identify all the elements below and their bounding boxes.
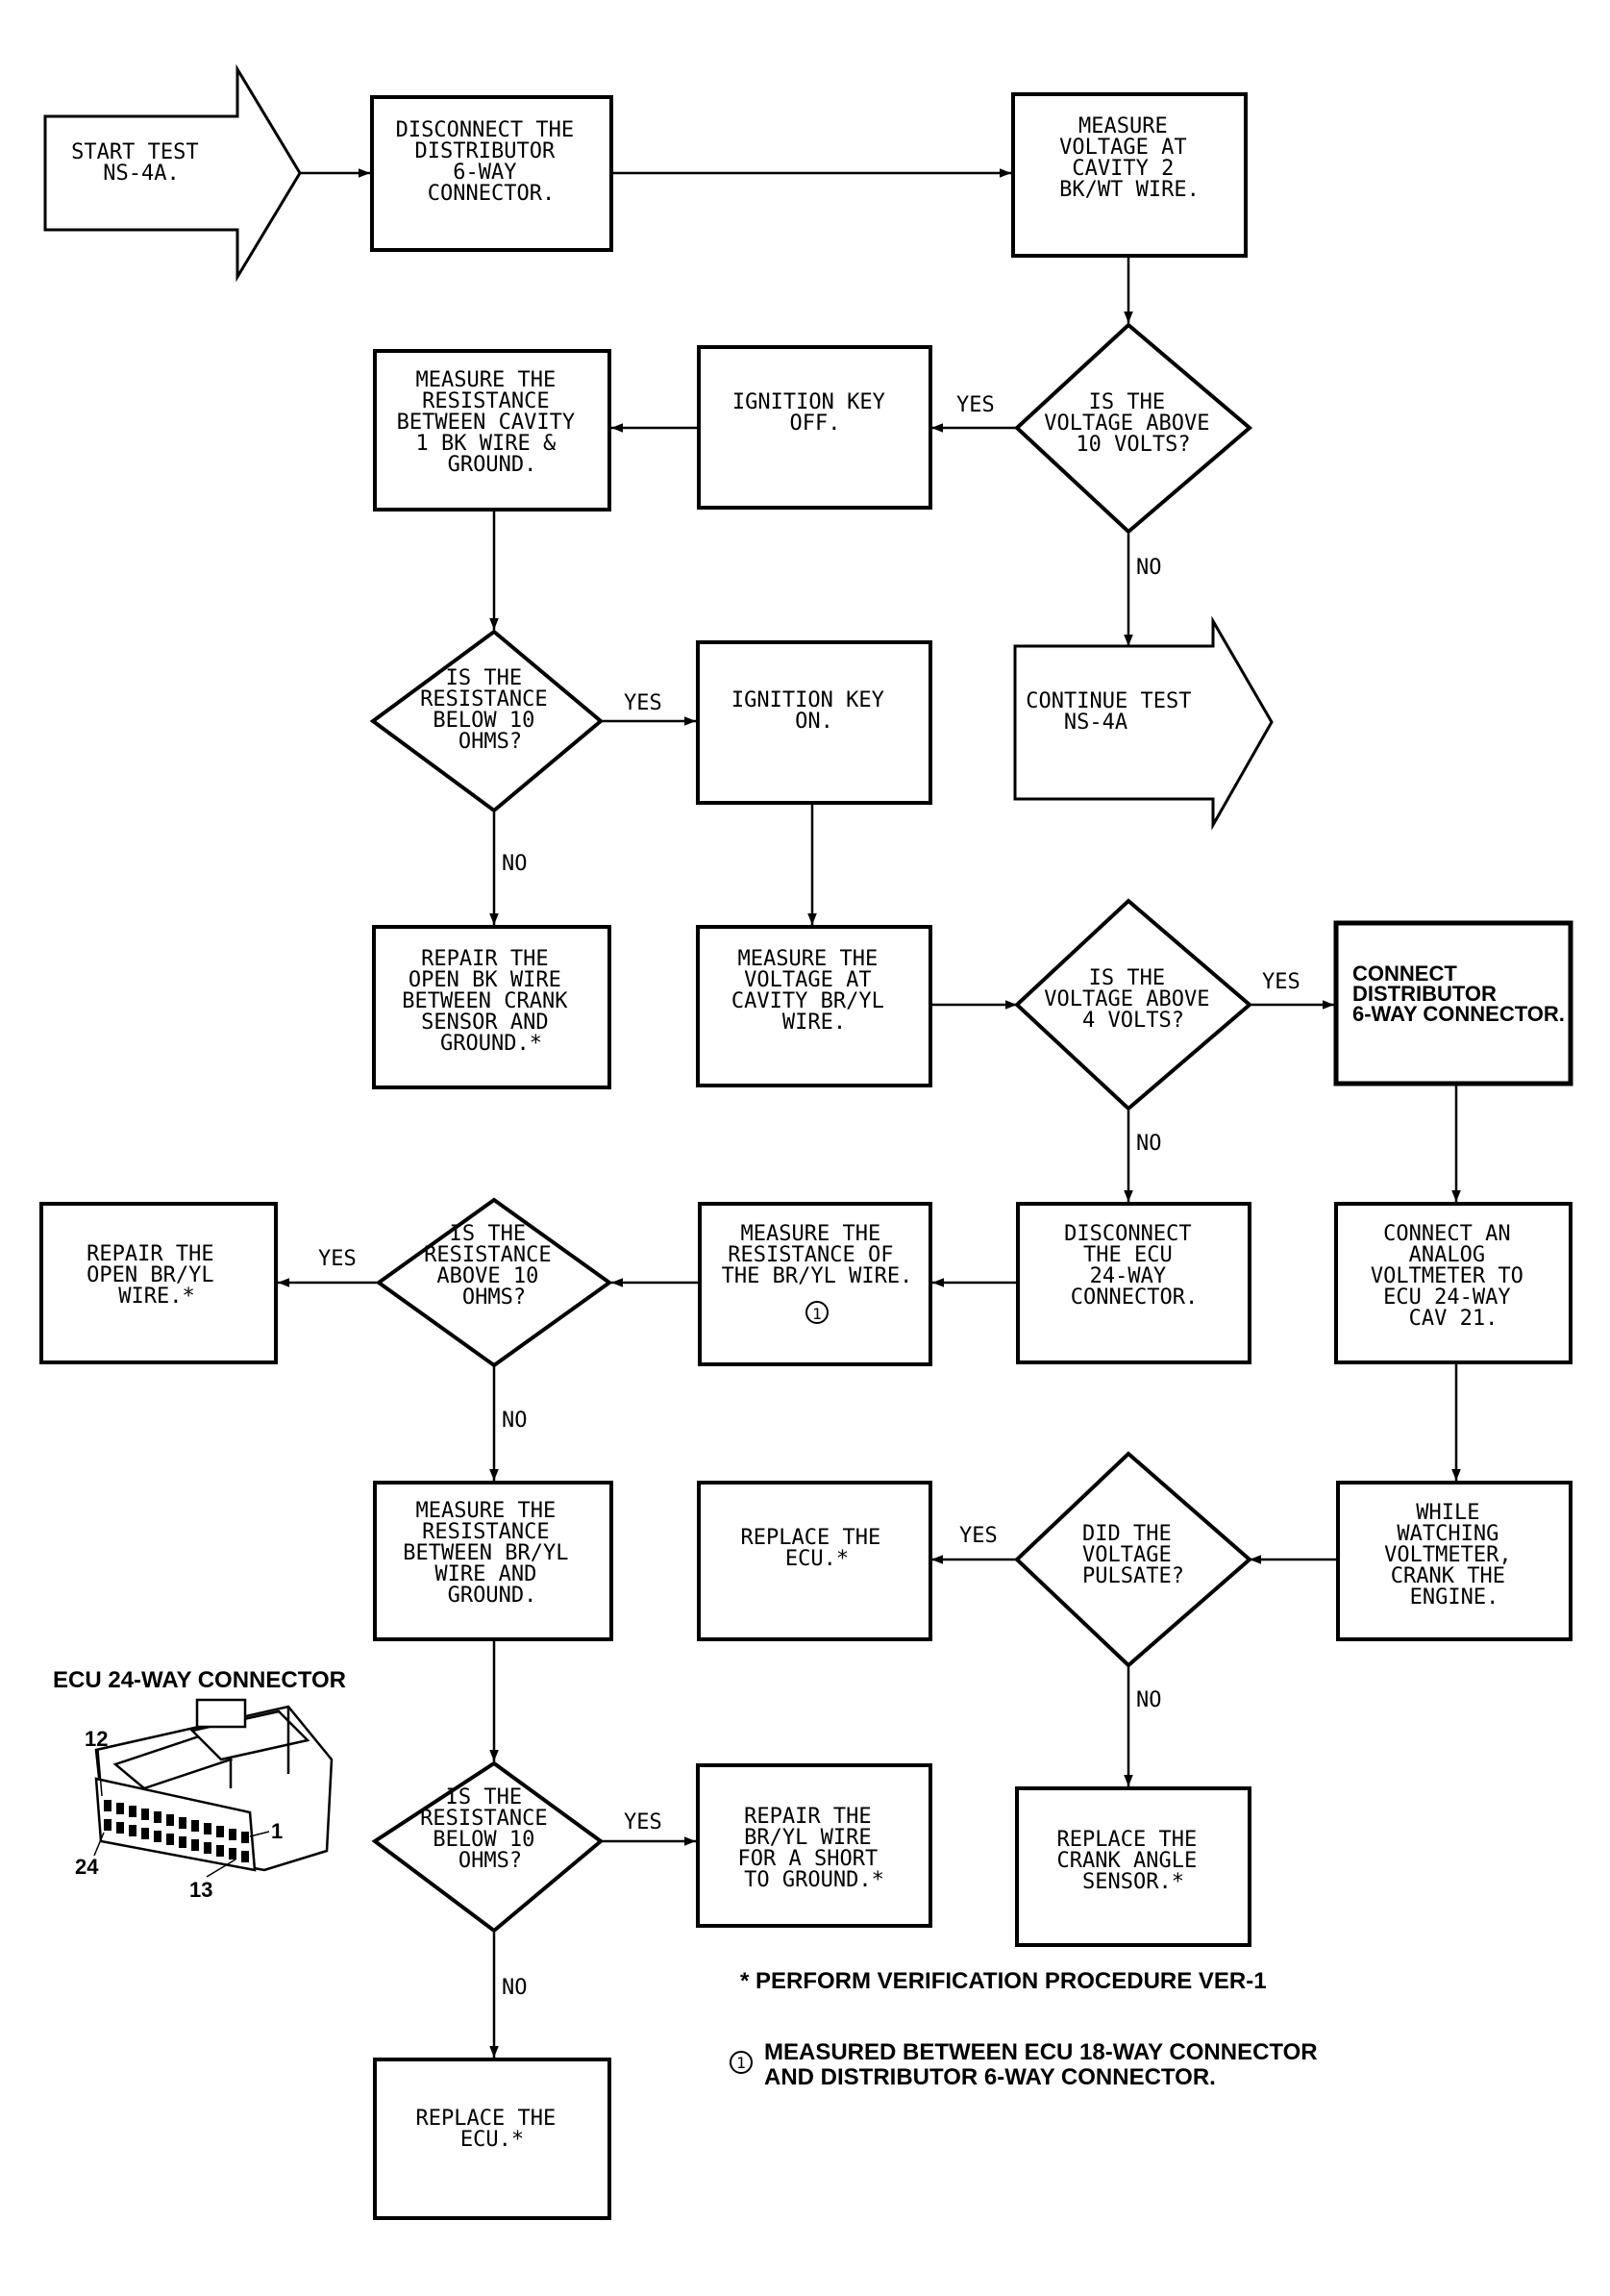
connector-pin-row-top [104,1800,249,1843]
label-no: NO [1136,1132,1162,1156]
connector-lines [278,168,1461,2058]
decision-resistance-above-10: IS THE RESISTANCE ABOVE 10 OHMS? [375,1197,613,1368]
box-connect-analog: CONNECT AN ANALOG VOLTMETER TO ECU 24-WA… [1334,1202,1573,1364]
box-text: IGNITION KEY ON. [731,688,897,734]
pin-leader [97,1749,103,1797]
start-arrow: START TEST NS-4A. [43,63,302,283]
connector-title: ECU 24-WAY CONNECTOR [53,1667,346,1693]
box-measure-resistance-bryl: MEASURE THE RESISTANCE OF THE BR/YL WIRE… [698,1202,932,1366]
decision-voltage-above-4: IS THE VOLTAGE ABOVE 4 VOLTS? [1014,898,1253,1111]
box-ignition-on: IGNITION KEY ON. [696,640,932,805]
box-repair-open-bryl: REPAIR THE OPEN BR/YL WIRE.* [39,1202,278,1364]
measured-note-line2: AND DISTRIBUTOR 6-WAY CONNECTOR. [764,2064,1216,2090]
decision-text: IS THE RESISTANCE BELOW 10 OHMS? [420,1785,560,1873]
decision-resistance-below-10-lower: IS THE RESISTANCE BELOW 10 OHMS? [371,1760,605,1934]
box-replace-ecu-1: REPLACE THE ECU.* [697,1481,932,1641]
box-text: REPLACE THE CRANK ANGLE SENSOR.* [1057,1828,1210,1894]
box-text: DISCONNECT THE ECU 24-WAY CONNECTOR. [1064,1222,1204,1310]
box-text: MEASURE THE RESISTANCE OF THE BR/YL WIRE… [722,1222,913,1288]
label-no: NO [502,1976,528,2000]
footnote-marker-text: 1 [812,1305,822,1323]
pin-label-1: 1 [271,1819,283,1843]
label-yes: YES [1262,970,1300,994]
box-measure-resistance-cavity1: MEASURE THE RESISTANCE BETWEEN CAVITY 1 … [373,349,611,512]
box-text: REPAIR THE OPEN BR/YL WIRE.* [87,1242,227,1309]
box-text: MEASURE THE RESISTANCE BETWEEN CAVITY 1 … [397,368,588,477]
box-text: MEASURE THE VOLTAGE AT CAVITY BR/YL WIRE… [731,947,897,1035]
measured-note-marker-circle [730,2051,753,2074]
box-disconnect-distributor: DISCONNECT THE DISTRIBUTOR 6-WAY CONNECT… [370,95,613,252]
decision-voltage-pulsate: DID THE VOLTAGE PULSATE? [1014,1451,1253,1668]
decision-voltage-above-10: IS THE VOLTAGE ABOVE 10 VOLTS? [1014,322,1253,535]
decision-text: IS THE RESISTANCE BELOW 10 OHMS? [420,666,560,754]
box-ignition-off: IGNITION KEY OFF. [697,345,932,510]
label-yes: YES [318,1247,357,1271]
box-text: MEASURE VOLTAGE AT CAVITY 2 BK/WT WIRE. [1059,114,1200,202]
label-no: NO [502,1409,528,1433]
continue-text: CONTINUE TEST NS-4A [1026,689,1203,735]
box-repair-open-bk: REPAIR THE OPEN BK WIRE BETWEEN CRANK SE… [372,925,611,1089]
notes: * PERFORM VERIFICATION PROCEDURE VER-1 1… [730,1968,1318,2090]
decision-text: IS THE RESISTANCE ABOVE 10 OHMS? [424,1222,564,1310]
decision-resistance-below-10: IS THE RESISTANCE BELOW 10 OHMS? [369,629,605,813]
label-no: NO [1136,556,1162,580]
pin-leader [249,1831,270,1837]
pin-label-24: 24 [75,1855,99,1879]
box-text: CONNECT AN ANALOG VOLTMETER TO ECU 24-WA… [1371,1222,1536,1331]
box-disconnect-ecu: DISCONNECT THE ECU 24-WAY CONNECTOR. [1016,1202,1251,1364]
box-text: REPLACE THE ECU.* [741,1526,894,1571]
box-measure-cavity2: MEASURE VOLTAGE AT CAVITY 2 BK/WT WIRE. [1011,92,1248,258]
box-repair-short: REPAIR THE BR/YL WIRE FOR A SHORT TO GRO… [696,1763,932,1928]
ecu-connector-illustration: ECU 24-WAY CONNECTOR [53,1667,346,1902]
box-text: REPAIR THE BR/YL WIRE FOR A SHORT TO GRO… [738,1805,891,1892]
decision-text: IS THE VOLTAGE ABOVE 10 VOLTS? [1044,390,1222,457]
measured-note-line1: MEASURED BETWEEN ECU 18-WAY CONNECTOR [764,2039,1318,2065]
box-replace-crank-sensor: REPLACE THE CRANK ANGLE SENSOR.* [1015,1786,1251,1947]
box-text: IGNITION KEY OFF. [732,390,898,436]
box-measure-resistance-ground: MEASURE THE RESISTANCE BETWEEN BR/YL WIR… [373,1481,613,1641]
decision-text: IS THE VOLTAGE ABOVE 4 VOLTS? [1044,966,1222,1033]
box-connect-distributor: CONNECT DISTRIBUTOR 6-WAY CONNECTOR. [1333,920,1573,1086]
branch-labels: YES NO YES NO YES NO YES NO YES NO YES N… [318,393,1300,2000]
start-text: START TEST NS-4A. [71,140,211,186]
box-while-watching: WHILE WATCHING VOLTMETER, CRANK THE ENGI… [1336,1481,1573,1641]
box-text: CONNECT DISTRIBUTOR 6-WAY CONNECTOR. [1352,961,1565,1026]
box-text: MEASURE THE RESISTANCE BETWEEN BR/YL WIR… [403,1499,581,1608]
label-yes: YES [959,1524,998,1548]
decision-text: DID THE VOLTAGE PULSATE? [1082,1522,1184,1588]
footnote-marker-circle [805,1301,829,1324]
box-text: DISCONNECT THE DISTRIBUTOR 6-WAY CONNECT… [396,118,587,206]
connector-body [94,1698,334,1872]
label-no: NO [1136,1688,1162,1712]
box-text: WHILE WATCHING VOLTMETER, CRANK THE ENGI… [1384,1501,1524,1610]
label-yes: YES [956,393,995,417]
pin-leader [206,1859,236,1878]
box-replace-ecu-2: REPLACE THE ECU.* [373,2058,611,2220]
label-yes: YES [624,1810,662,1834]
box-text: REPLACE THE ECU.* [416,2107,569,2152]
box-text: REPAIR THE OPEN BK WIRE BETWEEN CRANK SE… [402,947,580,1056]
pin-label-12: 12 [85,1727,108,1751]
measured-note-marker: 1 [736,2054,746,2072]
pin-leader [93,1832,105,1857]
box-measure-voltage-bryl: MEASURE THE VOLTAGE AT CAVITY BR/YL WIRE… [696,925,932,1087]
label-no: NO [502,852,528,876]
label-yes: YES [624,691,662,715]
continue-arrow: CONTINUE TEST NS-4A [1013,615,1274,831]
pin-label-13: 13 [189,1878,212,1902]
verification-note: * PERFORM VERIFICATION PROCEDURE VER-1 [740,1968,1267,1994]
connector-pin-row-bottom [104,1819,249,1862]
